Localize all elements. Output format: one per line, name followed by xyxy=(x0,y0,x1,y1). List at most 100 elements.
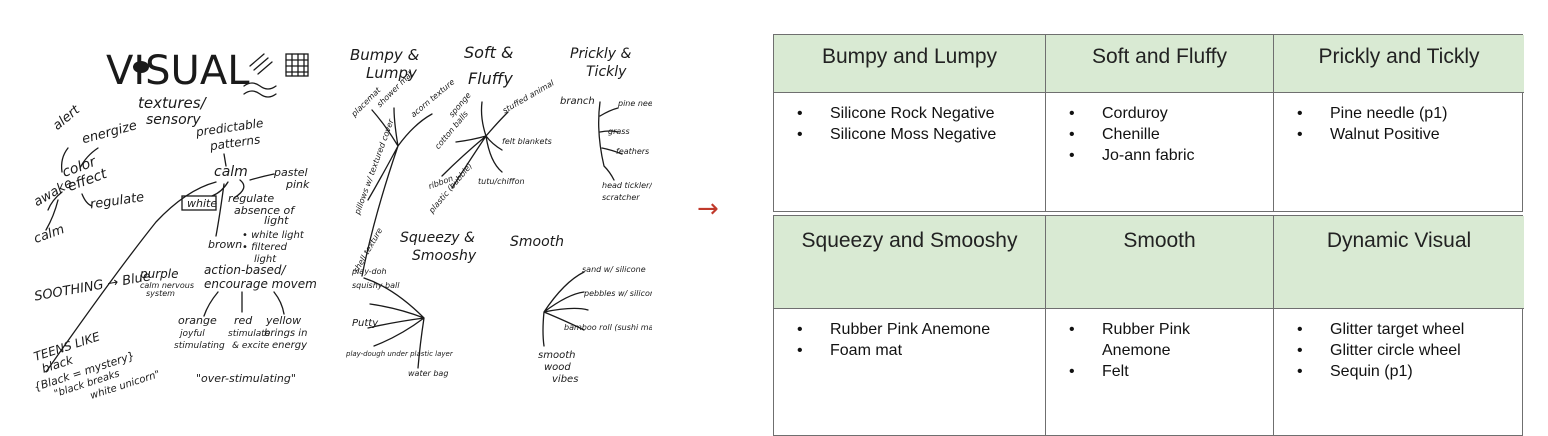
category-header: Bumpy and Lumpy xyxy=(774,35,1045,93)
list-item: Corduroy xyxy=(1066,103,1259,124)
word-pastel: pastel xyxy=(273,166,308,179)
word-stimulate: stimulate xyxy=(228,329,271,339)
word-action-based: action-based/ xyxy=(204,263,287,277)
word-orange: orange xyxy=(178,314,217,327)
subtitle-textures: textures/ xyxy=(138,94,208,112)
word-energy: energy xyxy=(272,340,308,351)
heading-soft: Soft & xyxy=(464,43,513,62)
word-light: light xyxy=(264,214,289,227)
list-item: Glitter target wheel xyxy=(1294,319,1510,340)
category-header: Dynamic Visual xyxy=(1274,216,1524,309)
word-energize: energize xyxy=(80,118,138,147)
heading-bumpy: Bumpy & xyxy=(350,46,420,64)
white-box xyxy=(181,195,217,211)
heading-squeezy: Squeezy & xyxy=(400,230,475,246)
list-item: Sequin (p1) xyxy=(1294,361,1510,382)
word-play-dough-plastic: play-dough under plastic layer xyxy=(345,350,454,358)
list-item: Jo-ann fabric xyxy=(1066,145,1259,166)
word-sand: sand w/ silicone xyxy=(582,265,646,274)
visual-sketch-drawing: VISUAL textures/ sensory alert energize … xyxy=(31,48,316,402)
category-items: Rubber Pink Anemone Felt xyxy=(1046,309,1273,435)
texture-category-table: Bumpy and Lumpy Silicone Rock Negative S… xyxy=(773,34,1524,436)
word-calm: calm xyxy=(214,164,248,180)
word-pink: pink xyxy=(285,178,310,191)
word-vibes: vibes xyxy=(552,374,578,385)
table-row: Bumpy and Lumpy Silicone Rock Negative S… xyxy=(773,34,1524,212)
word-filtered-light: light xyxy=(254,254,277,265)
word-over-stimulating: "over-stimulating" xyxy=(196,372,296,385)
word-wood: wood xyxy=(544,362,571,373)
transition-arrow: → xyxy=(697,194,719,224)
word-tutu: tutu/chiffon xyxy=(478,177,525,186)
category-items: Pine needle (p1) Walnut Positive xyxy=(1274,93,1524,211)
word-pine: pine needles xyxy=(617,99,652,108)
word-pebbles: pebbles w/ silicone xyxy=(583,289,652,298)
list-item: Glitter circle wheel xyxy=(1294,340,1510,361)
word-playdoh: play-doh xyxy=(351,267,387,276)
word-pillows: pillows w/ textured cover xyxy=(352,117,395,216)
word-branch: branch xyxy=(560,96,595,107)
category-header: Prickly and Tickly xyxy=(1274,35,1524,93)
list-item: Felt xyxy=(1066,361,1259,382)
word-soothing: SOOTHING → Blue xyxy=(33,269,152,304)
heading-smooth: Smooth xyxy=(510,234,564,250)
visual-sketch: VISUAL textures/ sensory alert energize … xyxy=(28,30,316,408)
word-excite: & excite xyxy=(232,341,270,351)
heading-tickly: Tickly xyxy=(586,64,627,80)
list-item: Rubber Pink Anemone xyxy=(1066,319,1259,361)
textures-sketch-drawing: Bumpy & Lumpy Soft & Fluffy Prickly & Ti… xyxy=(345,43,652,385)
sketch-title: VISUAL xyxy=(106,48,250,94)
category-header: Soft and Fluffy xyxy=(1046,35,1273,93)
heading-fluffy: Fluffy xyxy=(468,69,513,88)
subtitle-sensory: sensory xyxy=(146,112,201,128)
word-yellow: yellow xyxy=(265,314,301,327)
word-absence: absence of xyxy=(234,204,296,217)
category-cell-prickly: Prickly and Tickly Pine needle (p1) Waln… xyxy=(1274,35,1524,211)
word-calm-small: calm xyxy=(32,222,67,247)
table-row: Squeezy and Smooshy Rubber Pink Anemone … xyxy=(773,215,1524,436)
word-alert: alert xyxy=(50,102,83,133)
word-feathers: feathers xyxy=(616,147,649,156)
word-bamboo: bamboo roll (sushi mat) xyxy=(564,323,652,332)
word-regulate-light: regulate xyxy=(228,192,274,205)
eye-doodle xyxy=(133,61,149,73)
word-awake: awake xyxy=(31,176,75,210)
category-items: Rubber Pink Anemone Foam mat xyxy=(774,309,1045,435)
textures-sketch: Bumpy & Lumpy Soft & Fluffy Prickly & Ti… xyxy=(338,36,652,394)
word-red: red xyxy=(234,314,253,327)
heading-smooshy: Smooshy xyxy=(412,248,477,264)
category-header: Squeezy and Smooshy xyxy=(774,216,1045,309)
list-item: Rubber Pink Anemone xyxy=(794,319,1031,340)
word-brown: brown xyxy=(208,238,242,251)
category-items: Glitter target wheel Glitter circle whee… xyxy=(1274,309,1524,435)
word-white: white xyxy=(187,197,217,210)
word-brings-in: brings in xyxy=(264,328,307,339)
list-item: Chenille xyxy=(1066,124,1259,145)
word-scratcher: scratcher xyxy=(602,193,640,202)
word-white-light: • white light xyxy=(242,230,305,241)
category-cell-dynamic: Dynamic Visual Glitter target wheel Glit… xyxy=(1274,216,1524,435)
category-cell-bumpy: Bumpy and Lumpy Silicone Rock Negative S… xyxy=(774,35,1046,211)
category-cell-squeezy: Squeezy and Smooshy Rubber Pink Anemone … xyxy=(774,216,1046,435)
list-item: Silicone Moss Negative xyxy=(794,124,1031,145)
word-grass: grass xyxy=(608,127,630,136)
word-felt-blankets: felt blankets xyxy=(502,137,552,146)
category-items: Corduroy Chenille Jo-ann fabric xyxy=(1046,93,1273,211)
word-calm-nervous: calm nervous xyxy=(140,281,194,290)
list-item: Pine needle (p1) xyxy=(1294,103,1510,124)
category-items: Silicone Rock Negative Silicone Moss Neg… xyxy=(774,93,1045,211)
list-item: Foam mat xyxy=(794,340,1031,361)
word-smooth-wood: smooth xyxy=(538,350,575,361)
word-head-tickler: head tickler/ xyxy=(602,181,652,190)
list-item: Walnut Positive xyxy=(1294,124,1510,145)
category-header: Smooth xyxy=(1046,216,1273,309)
word-putty: Putty xyxy=(352,318,379,329)
word-purple: purple xyxy=(139,267,179,281)
word-water-bag: water bag xyxy=(408,369,448,378)
word-regulate: regulate xyxy=(89,190,145,212)
word-filtered: • filtered xyxy=(242,242,288,253)
category-cell-soft: Soft and Fluffy Corduroy Chenille Jo-ann… xyxy=(1046,35,1274,211)
word-stimulating: stimulating xyxy=(174,341,225,351)
word-joyful: joyful xyxy=(178,329,205,339)
heading-lumpy: Lumpy xyxy=(366,64,418,82)
